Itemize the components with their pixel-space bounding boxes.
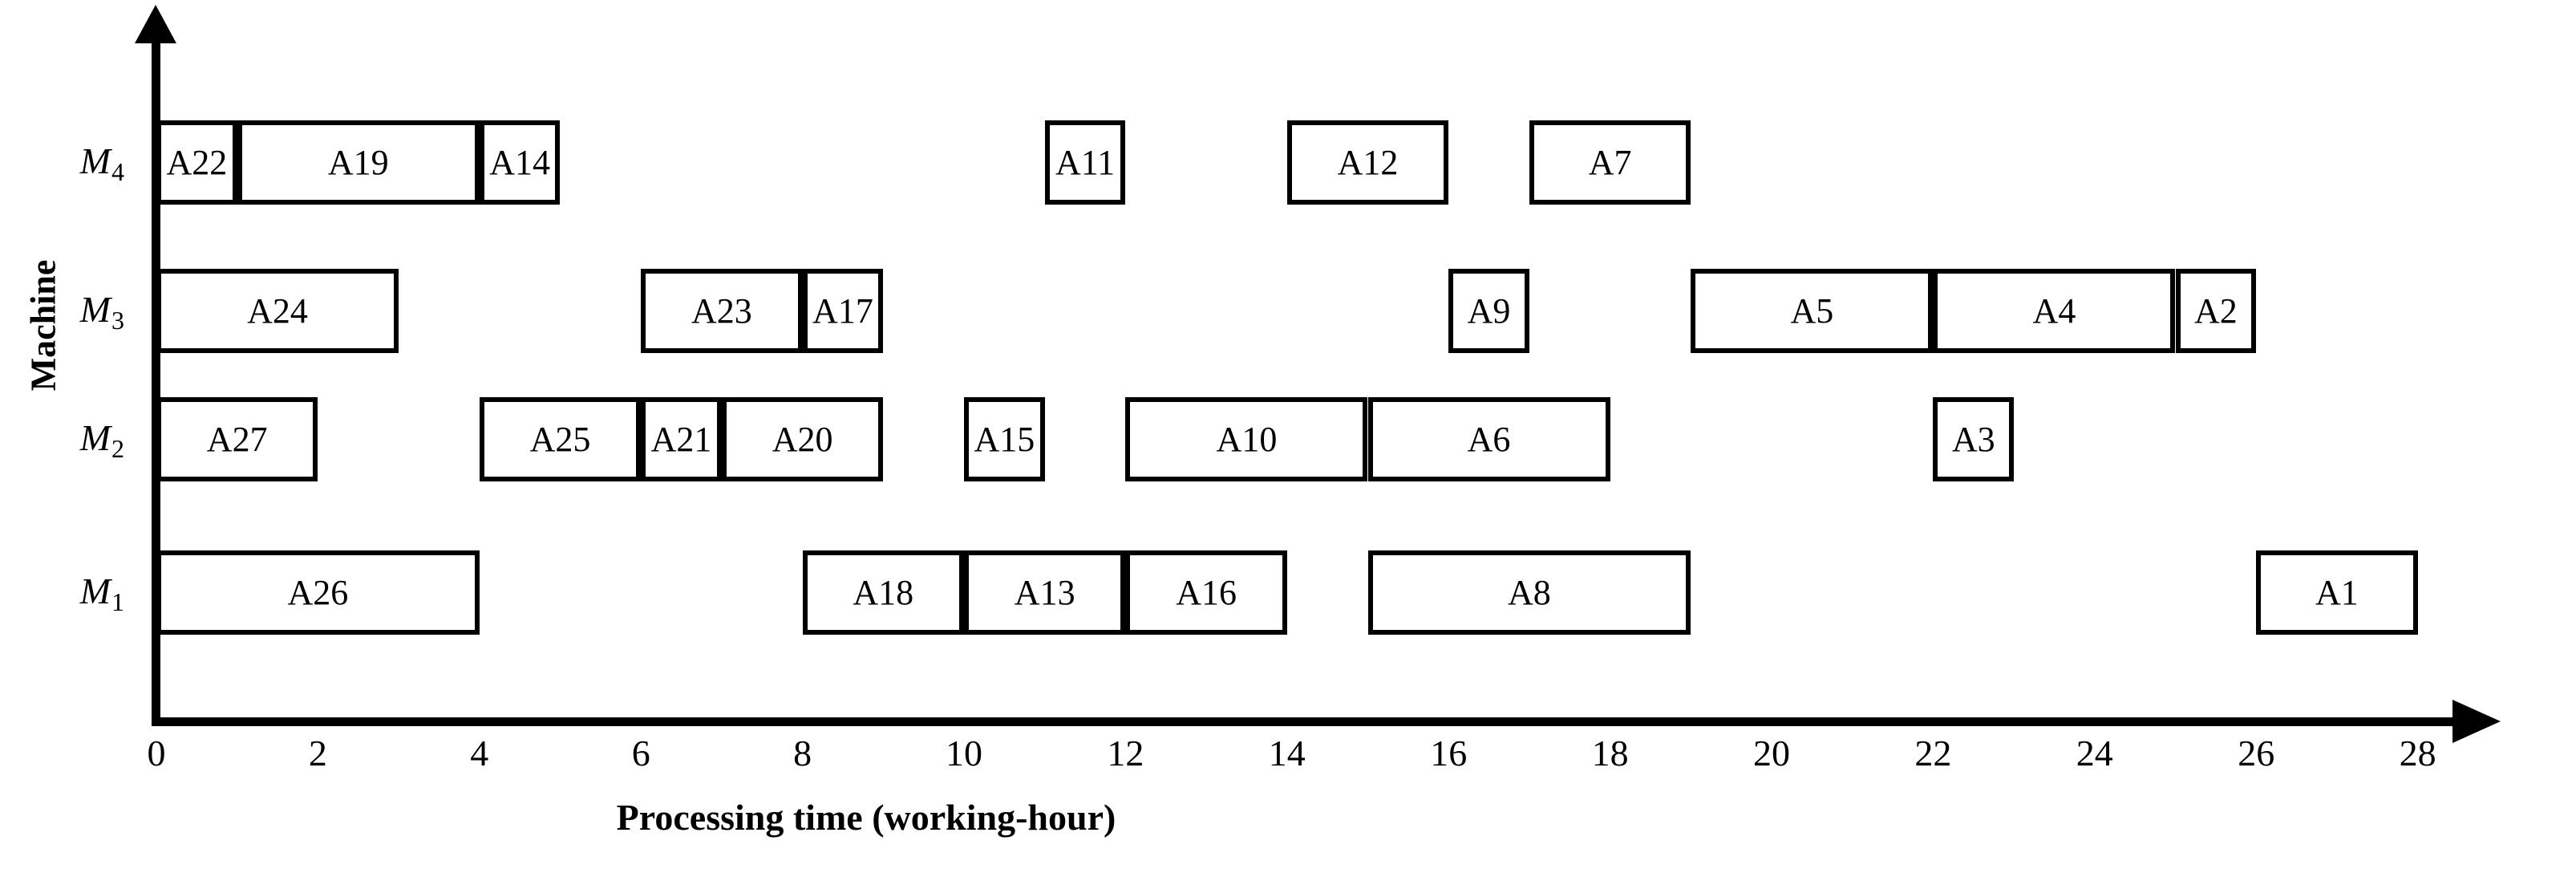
task-bar-a2[interactable]: A2 (2175, 269, 2257, 353)
task-bar-a6[interactable]: A6 (1367, 397, 1610, 481)
task-bar-label: A23 (691, 290, 752, 331)
task-bar-a3[interactable]: A3 (1933, 397, 2015, 481)
task-bar-a17[interactable]: A17 (802, 269, 884, 353)
task-bar-a5[interactable]: A5 (1691, 269, 1934, 353)
task-bar-label: A14 (489, 142, 551, 182)
x-tick-20: 20 (1753, 733, 1790, 774)
x-tick-10: 10 (946, 733, 982, 774)
task-bar-label: A4 (2032, 290, 2076, 331)
machine-label-m4: M4 (0, 143, 124, 185)
task-bar-label: A7 (1588, 142, 1632, 182)
task-bar-label: A26 (287, 572, 349, 612)
task-bar-label: A11 (1055, 142, 1116, 182)
task-bar-label: A25 (529, 419, 591, 459)
y-axis-arrow (135, 5, 176, 43)
task-bar-a13[interactable]: A13 (964, 550, 1126, 635)
x-tick-22: 22 (1914, 733, 1952, 774)
machine-label-m1: M1 (0, 573, 124, 615)
task-bar-a11[interactable]: A11 (1044, 120, 1126, 205)
task-bar-label: A15 (974, 419, 1035, 459)
task-bar-label: A9 (1467, 290, 1511, 331)
x-axis-line (152, 717, 2461, 726)
task-bar-a16[interactable]: A16 (1125, 550, 1287, 635)
task-bar-label: A3 (1951, 419, 1995, 459)
task-bar-label: A2 (2193, 290, 2238, 331)
x-tick-2: 2 (308, 733, 327, 774)
task-bar-label: A22 (166, 142, 228, 182)
machine-label-subscript: 4 (111, 156, 124, 186)
task-bar-a10[interactable]: A10 (1125, 397, 1368, 481)
task-bar-label: A13 (1014, 572, 1075, 612)
task-bar-a27[interactable]: A27 (156, 397, 318, 481)
task-bar-label: A18 (853, 572, 914, 612)
task-bar-label: A5 (1790, 290, 1834, 331)
task-bar-label: A19 (327, 142, 389, 182)
task-bar-a8[interactable]: A8 (1367, 550, 1691, 635)
task-bar-a1[interactable]: A1 (2256, 550, 2418, 635)
x-tick-14: 14 (1268, 733, 1306, 774)
x-tick-0: 0 (147, 733, 166, 774)
x-tick-4: 4 (470, 733, 489, 774)
task-bar-a21[interactable]: A21 (641, 397, 722, 481)
task-bar-a20[interactable]: A20 (721, 397, 884, 481)
machine-label-base: M (79, 417, 111, 458)
x-tick-12: 12 (1107, 733, 1144, 774)
task-bar-a19[interactable]: A19 (237, 120, 480, 205)
task-bar-a7[interactable]: A7 (1529, 120, 1691, 205)
x-tick-24: 24 (2076, 733, 2113, 774)
task-bar-a12[interactable]: A12 (1286, 120, 1449, 205)
task-bar-a25[interactable]: A25 (479, 397, 642, 481)
machine-label-m2: M2 (0, 420, 124, 461)
x-tick-26: 26 (2238, 733, 2275, 774)
machine-label-m3: M3 (0, 291, 124, 333)
task-bar-label: A24 (247, 290, 308, 331)
x-tick-6: 6 (631, 733, 650, 774)
task-bar-label: A12 (1337, 142, 1399, 182)
x-tick-18: 18 (1591, 733, 1629, 774)
machine-label-subscript: 3 (111, 305, 124, 335)
y-axis-line (152, 39, 160, 726)
machine-label-subscript: 2 (111, 433, 124, 463)
machine-label-base: M (79, 571, 111, 611)
task-bar-label: A21 (650, 419, 712, 459)
machine-label-base: M (79, 289, 111, 330)
task-bar-a23[interactable]: A23 (641, 269, 803, 353)
task-bar-label: A10 (1216, 419, 1278, 459)
task-bar-label: A20 (772, 419, 833, 459)
task-bar-a18[interactable]: A18 (802, 550, 964, 635)
task-bar-a4[interactable]: A4 (1933, 269, 2176, 353)
task-bar-label: A16 (1176, 572, 1237, 612)
x-axis-title: Processing time (working-hour) (616, 797, 1116, 838)
x-tick-8: 8 (793, 733, 812, 774)
task-bar-label: A1 (2315, 572, 2359, 612)
machine-label-subscript: 1 (111, 587, 124, 616)
x-tick-16: 16 (1430, 733, 1468, 774)
task-bar-label: A8 (1508, 572, 1551, 612)
x-tick-28: 28 (2399, 733, 2436, 774)
task-bar-label: A6 (1467, 419, 1511, 459)
task-bar-a14[interactable]: A14 (479, 120, 561, 205)
x-axis-arrow (2452, 700, 2501, 743)
task-bar-a24[interactable]: A24 (156, 269, 399, 353)
task-bar-label: A17 (812, 290, 873, 331)
task-bar-a26[interactable]: A26 (156, 550, 480, 635)
task-bar-a9[interactable]: A9 (1448, 269, 1529, 353)
task-bar-a22[interactable]: A22 (156, 120, 237, 205)
task-bar-a15[interactable]: A15 (964, 397, 1045, 481)
task-bar-label: A27 (206, 419, 268, 459)
machine-label-base: M (79, 140, 111, 181)
